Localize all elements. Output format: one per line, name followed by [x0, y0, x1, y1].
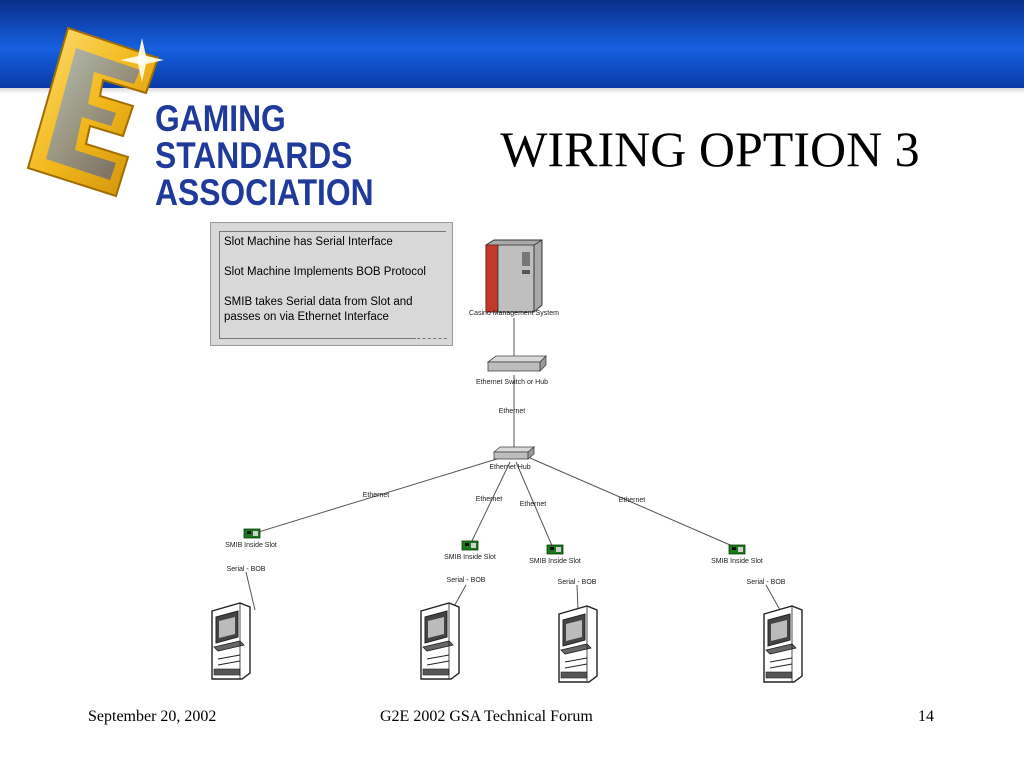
- slot-machine-icon: [420, 602, 460, 680]
- smib-board-icon: [243, 528, 261, 539]
- smib-label: SMIB Inside Slot: [225, 542, 277, 549]
- branch-label: Ethernet: [363, 492, 390, 499]
- smib-board-icon: [728, 544, 746, 555]
- note-line: SMIB takes Serial data from Slot and: [224, 296, 413, 308]
- notes-frame: Slot Machine has Serial Interface Slot M…: [219, 231, 446, 339]
- branch-label: Ethernet: [476, 496, 503, 503]
- footer-page-number: 14: [918, 708, 934, 725]
- hub-label: Ethernet Hub: [489, 464, 530, 471]
- serial-label: Serial - BOB: [558, 579, 597, 586]
- sparkle-icon: [120, 38, 164, 82]
- note-line: passes on via Ethernet Interface: [224, 311, 389, 323]
- smib-label: SMIB Inside Slot: [529, 558, 581, 565]
- smib-board-icon: [546, 544, 564, 555]
- note-line: Slot Machine Implements BOB Protocol: [224, 266, 426, 278]
- ethernet-hub-icon: [492, 446, 536, 460]
- header-band: [0, 0, 1024, 94]
- notes-rule: [219, 338, 416, 339]
- slot-machine-icon: [211, 602, 251, 680]
- note-line: Slot Machine has Serial Interface: [224, 236, 393, 248]
- branch-label: Ethernet: [520, 501, 547, 508]
- link-smib-slot-1: [245, 571, 256, 611]
- serial-label: Serial - BOB: [447, 577, 486, 584]
- gsa-e-cube-icon: [26, 26, 164, 198]
- link-hub-smib-3: [515, 461, 554, 549]
- serial-label: Serial - BOB: [227, 566, 266, 573]
- branch-label: Ethernet: [619, 497, 646, 504]
- notes-box: Slot Machine has Serial Interface Slot M…: [210, 222, 453, 346]
- server-icon: [485, 239, 543, 313]
- slot-machine-icon: [558, 605, 598, 683]
- logo-line-association: ASSOCIATION: [155, 172, 374, 213]
- logo-line-gaming: GAMING: [155, 98, 286, 139]
- logo-wordmark: GAMING STANDARDS ASSOCIATION: [155, 100, 395, 211]
- server-label: Casino Management System: [469, 310, 559, 317]
- logo-line-standards: STANDARDS: [155, 135, 353, 176]
- footer-date: September 20, 2002: [88, 708, 217, 725]
- link-hub-smib-2: [469, 461, 511, 546]
- uplink-label: Ethernet: [499, 408, 526, 415]
- link-hub-smib-4: [529, 457, 738, 549]
- footer-event: G2E 2002 GSA Technical Forum: [380, 708, 593, 725]
- gsa-logo: [8, 18, 398, 218]
- switch-label: Ethernet Switch or Hub: [476, 379, 548, 386]
- link-hub-smib-1: [251, 457, 501, 535]
- slide-title: WIRING OPTION 3: [500, 121, 920, 177]
- link-smib-slot-3: [576, 584, 579, 611]
- slot-machine-icon: [763, 605, 803, 683]
- notes-rule-dashed: [417, 338, 447, 339]
- serial-label: Serial - BOB: [747, 579, 786, 586]
- link-smib-slot-4: [765, 584, 781, 611]
- ethernet-switch-icon: [486, 355, 547, 372]
- smib-label: SMIB Inside Slot: [711, 558, 763, 565]
- smib-label: SMIB Inside Slot: [444, 554, 496, 561]
- smib-board-icon: [461, 540, 479, 551]
